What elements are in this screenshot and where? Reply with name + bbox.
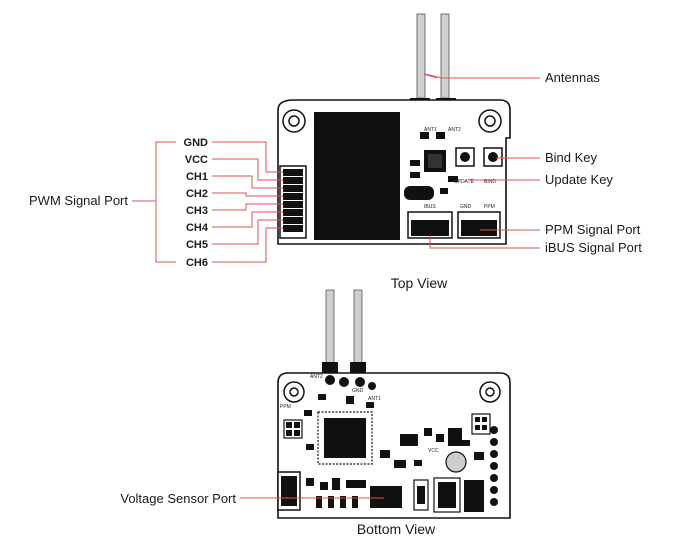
silk-ant1-bottom: ANT1 xyxy=(368,396,381,402)
pwm-pin-gnd: GND xyxy=(184,137,209,149)
rf-shield xyxy=(314,112,400,240)
silk-ppm-bottom: PPM xyxy=(280,404,291,410)
bind-key-label: Bind Key xyxy=(545,150,598,165)
update-key-label: Update Key xyxy=(545,172,613,187)
top-components xyxy=(404,132,503,239)
pwm-pin-vcc: VCC xyxy=(185,154,208,166)
voltage-sensor-port-label: Voltage Sensor Port xyxy=(120,491,236,506)
ibus-signal-port-label: iBUS Signal Port xyxy=(545,240,642,255)
mounting-holes-bottom xyxy=(283,381,501,403)
silk-update: UPDATE xyxy=(454,179,475,185)
silk-ant2-bottom: ANT2 xyxy=(310,374,323,380)
antennas-label: Antennas xyxy=(545,70,600,85)
silk-ant2-top: ANT2 xyxy=(448,127,461,133)
pwm-header xyxy=(279,165,307,239)
pwm-pin-ch3: CH3 xyxy=(186,205,208,217)
top-view: ANT1 ANT2 UPDATE BIND IBUS PPM GND xyxy=(29,13,642,291)
top-callout-lines xyxy=(132,73,540,263)
silk-ibus: IBUS xyxy=(424,204,436,210)
antenna-wires-bottom xyxy=(322,289,366,374)
pwm-pin-ch2: CH2 xyxy=(186,188,208,200)
ppm-signal-port-label: PPM Signal Port xyxy=(545,222,641,237)
silk-ant1-top: ANT1 xyxy=(424,127,437,133)
pwm-pin-ch5: CH5 xyxy=(186,239,208,251)
pwm-pin-ch6: CH6 xyxy=(186,257,208,269)
silk-gnd-top: GND xyxy=(460,204,472,210)
silk-vcc-bottom: VCC xyxy=(428,448,439,454)
top-view-caption: Top View xyxy=(391,275,448,291)
pwm-pin-ch1: CH1 xyxy=(186,171,208,183)
pwm-pin-ch4: CH4 xyxy=(186,222,209,234)
silk-bind: BIND xyxy=(484,179,496,185)
mounting-holes-top xyxy=(282,109,502,133)
bottom-components xyxy=(277,375,498,513)
pwm-signal-port-label: PWM Signal Port xyxy=(29,193,128,208)
bottom-view-caption: Bottom View xyxy=(357,521,436,537)
silk-gnd-bottom: GND xyxy=(352,388,364,394)
bottom-view: ANT2 ANT1 VCC PPM GND Voltage Sensor Por… xyxy=(120,289,511,537)
silk-ppm: PPM xyxy=(484,204,495,210)
